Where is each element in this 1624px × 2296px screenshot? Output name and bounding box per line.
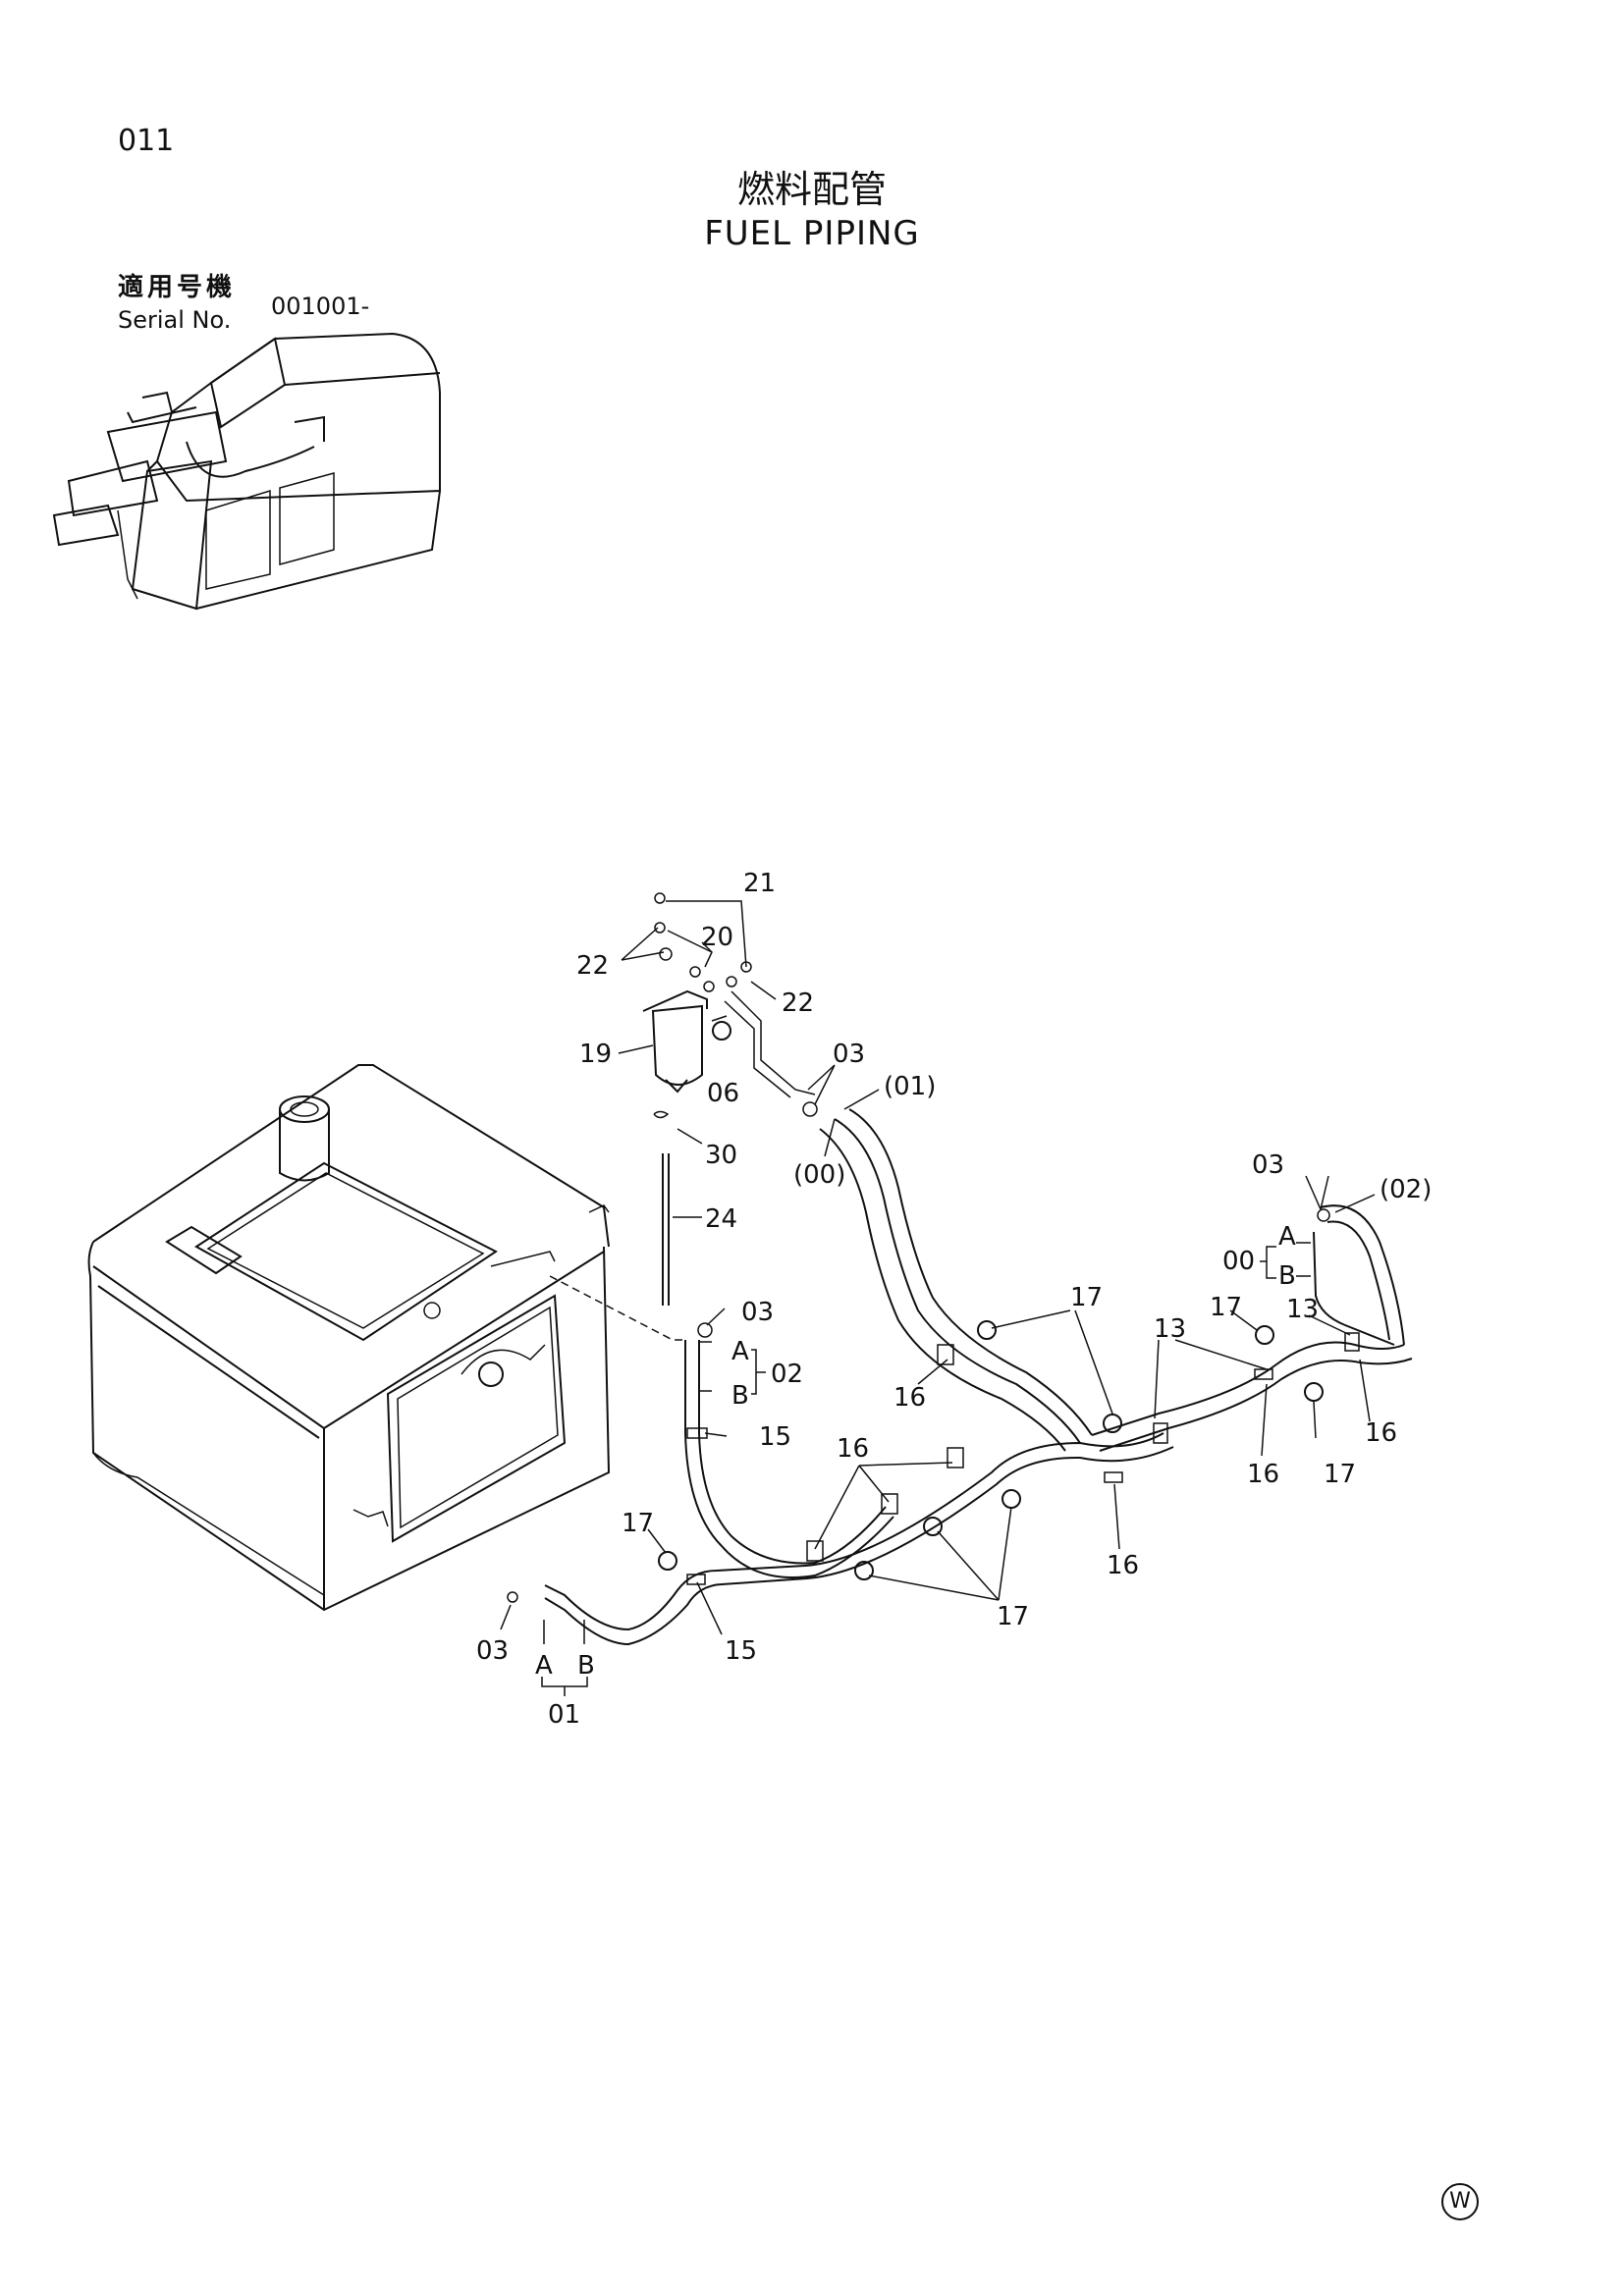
hose-end-b: B	[577, 1651, 595, 1681]
callout-15: 15	[725, 1636, 757, 1666]
callout-03: 03	[1252, 1150, 1284, 1180]
callout-22: 22	[782, 988, 814, 1018]
callout-19: 19	[579, 1040, 612, 1069]
callout-17: 17	[622, 1509, 654, 1538]
clamps-and-bolts	[507, 1101, 1360, 1603]
callout-01-ref: (01)	[884, 1072, 936, 1101]
callout-15: 15	[759, 1422, 791, 1452]
callout-24: 24	[705, 1204, 737, 1234]
serial-label-japanese: 適用号機	[118, 273, 237, 302]
manufacturer-mark: W	[1441, 2183, 1479, 2220]
callout-13: 13	[1286, 1295, 1319, 1324]
hose-end-b: B	[1278, 1261, 1296, 1291]
callout-17: 17	[997, 1602, 1029, 1631]
callout-16: 16	[1107, 1551, 1139, 1580]
callout-00: 00	[1222, 1247, 1255, 1276]
serial-label: Serial No.	[118, 306, 232, 334]
fuel-hoses	[544, 990, 1413, 1646]
callout-22: 22	[576, 951, 609, 981]
page-title: FUEL PIPING	[704, 214, 920, 253]
part-callouts: 21 20 22 22 19 06 03 (01) (00) 30 24 03 …	[476, 869, 1432, 1730]
callout-03: 03	[741, 1298, 774, 1327]
callout-03: 03	[833, 1040, 865, 1069]
callout-01: 01	[548, 1700, 580, 1730]
serial-value: 001001-	[271, 293, 370, 320]
callout-17: 17	[1324, 1460, 1356, 1489]
callout-17: 17	[1210, 1293, 1242, 1322]
callout-02: 02	[771, 1360, 803, 1389]
machine-overview-illustration	[52, 332, 441, 611]
hose-end-b: B	[731, 1381, 749, 1411]
page-number: 011	[118, 124, 175, 158]
callout-03: 03	[476, 1636, 509, 1666]
callout-13: 13	[1154, 1314, 1186, 1344]
callout-06: 06	[707, 1079, 739, 1108]
callout-02-ref: (02)	[1380, 1175, 1432, 1204]
callout-30: 30	[705, 1141, 737, 1170]
hose-end-a: A	[1278, 1222, 1296, 1252]
callout-16: 16	[893, 1383, 926, 1413]
callout-16: 16	[1247, 1460, 1279, 1489]
fuel-tank	[87, 1064, 611, 1612]
callout-16: 16	[837, 1434, 869, 1464]
fuel-filter-assembly	[642, 892, 752, 1119]
callout-21: 21	[743, 869, 776, 898]
callout-20: 20	[701, 923, 733, 952]
callout-17: 17	[1070, 1283, 1103, 1312]
leader-lines	[500, 900, 1376, 1696]
hose-end-a: A	[731, 1337, 749, 1366]
callout-00-ref: (00)	[793, 1160, 845, 1190]
callout-16: 16	[1365, 1418, 1397, 1448]
hose-end-a: A	[535, 1651, 553, 1681]
page-title-japanese: 燃料配管	[736, 168, 887, 211]
